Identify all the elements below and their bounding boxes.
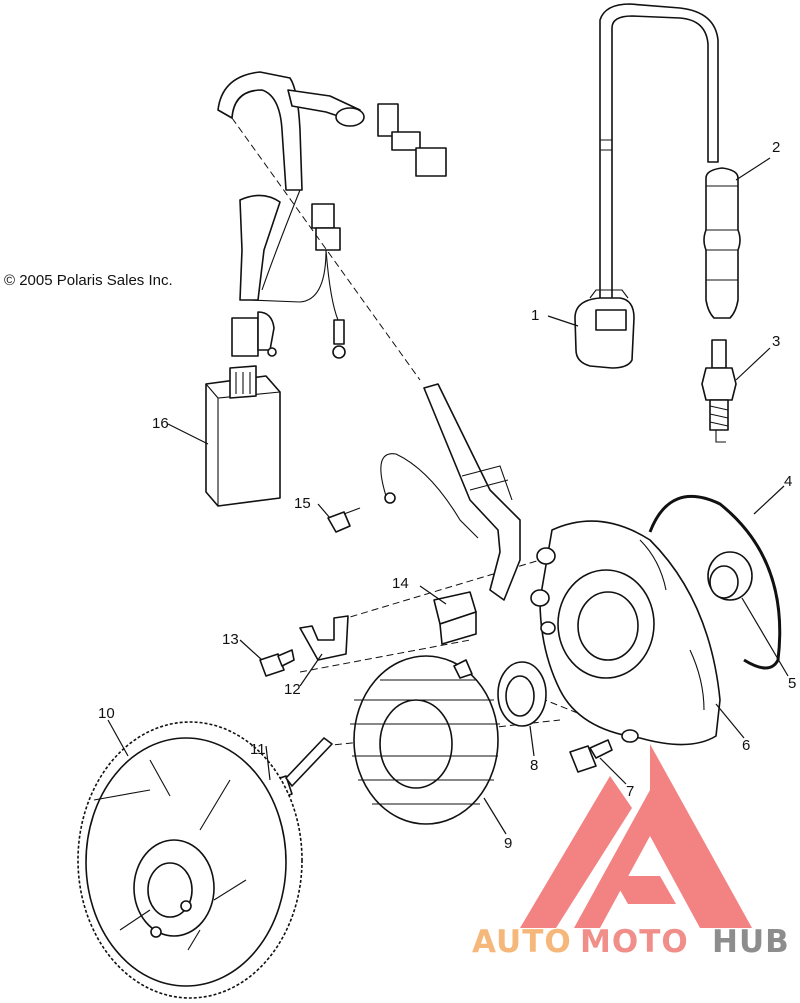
crank-seal [497,661,547,727]
callout-6: 6 [742,737,750,754]
callout-leaders [107,157,789,835]
copyright-text: © 2005 Polaris Sales Inc. [4,272,173,289]
callout-4: 4 [784,473,792,490]
stator-lead-harness [423,383,521,645]
watermark-hub: HUB [712,924,790,960]
ignition-coil [574,289,635,369]
watermark-auto: AUTO [472,924,572,960]
spark-plug [701,339,737,443]
ground-wire [380,453,479,539]
plug-boot [703,167,741,319]
callout-9: 9 [504,835,512,852]
spark-plug-wire [599,3,719,301]
callout-14: 14 [392,575,409,592]
ground-screw [327,507,361,533]
callout-1: 1 [531,307,539,324]
flywheel [77,721,303,999]
oil-seal [707,551,753,601]
callout-11: 11 [250,741,266,758]
callout-15: 15 [294,495,311,512]
callout-2: 2 [772,139,780,156]
callout-5: 5 [788,675,796,692]
callout-3: 3 [772,333,780,350]
callout-13: 13 [222,631,239,648]
callout-7: 7 [626,783,634,800]
housing-bolt [569,739,613,773]
callout-8: 8 [530,757,538,774]
watermark-text: AUTO MOTO HUB [472,924,790,960]
stator-housing [530,520,721,746]
callout-16: 16 [152,415,169,432]
callout-labels: 1 2 3 4 5 6 7 8 9 10 11 12 13 14 15 16 [98,139,796,852]
bracket-screw [259,649,295,677]
o-ring [648,494,782,670]
watermark-logo [520,744,752,928]
callout-10: 10 [98,705,115,722]
wiring-harness [217,71,447,359]
clamp-bracket [299,615,349,661]
cdi-module [205,365,281,507]
watermark-moto: MOTO [580,924,689,960]
callout-12: 12 [284,681,301,698]
stator [350,655,500,825]
